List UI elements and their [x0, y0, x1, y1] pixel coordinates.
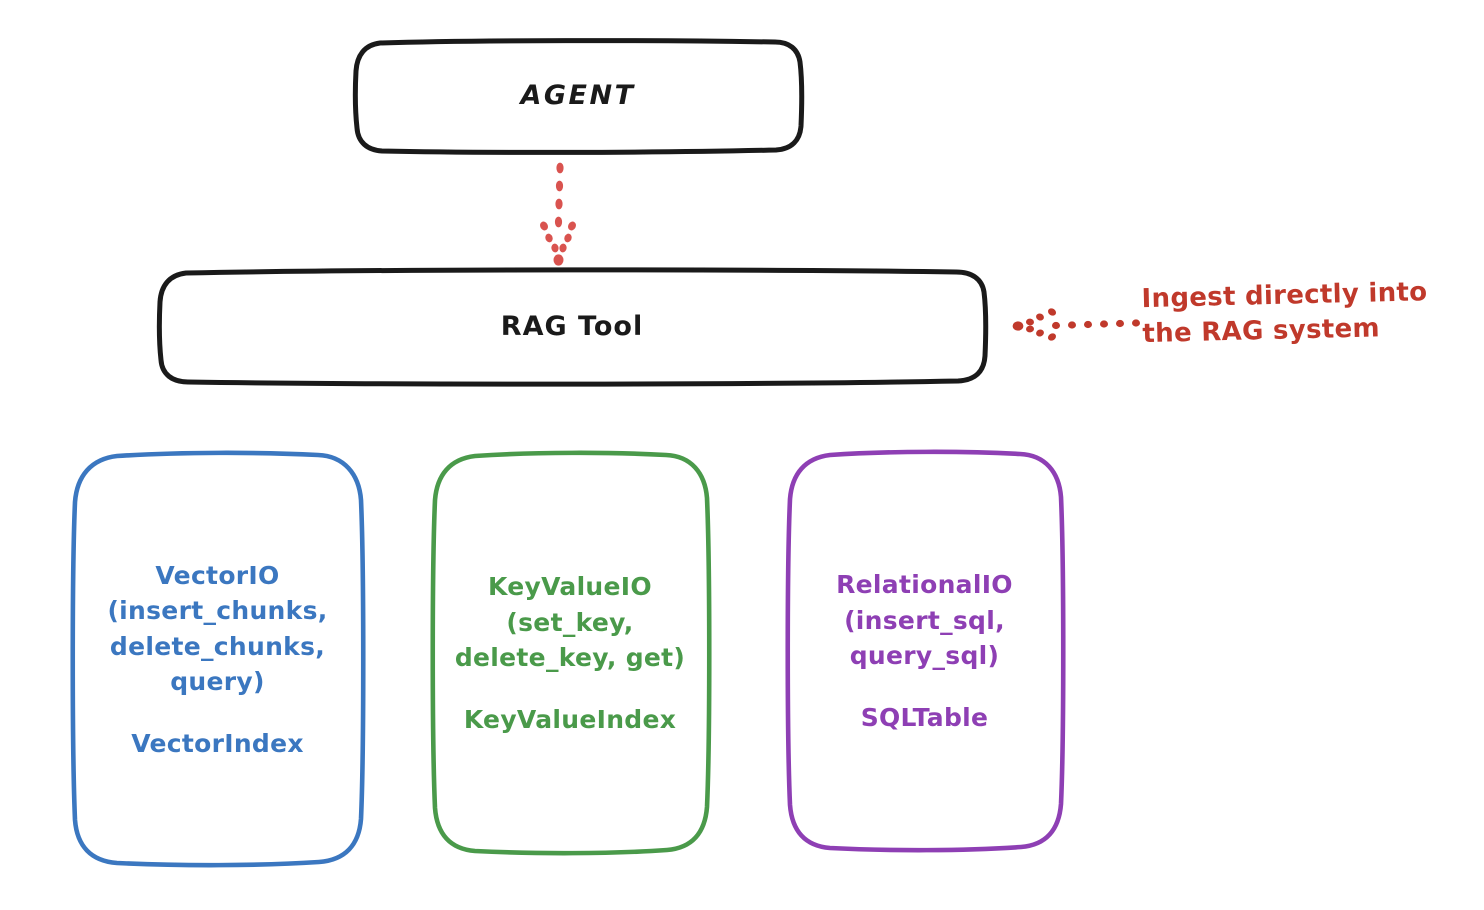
- rag-tool-node-label: RAG Tool: [500, 310, 644, 342]
- keyvalue-io-spacer: [455, 676, 685, 702]
- vector-io-methods: VectorIO (insert_chunks, delete_chunks, …: [107, 560, 328, 697]
- vector-index-label: VectorIndex: [131, 728, 304, 758]
- relational-io-spacer: [836, 674, 1013, 700]
- vector-io-node[interactable]: VectorIO (insert_chunks, delete_chunks, …: [69, 450, 366, 869]
- relational-io-methods: RelationalIO (insert_sql, query_sql): [836, 570, 1013, 670]
- agent-node-label: AGENT: [520, 80, 636, 112]
- agent-to-rag-tool-arrow: [540, 162, 576, 266]
- vector-io-spacer: [107, 700, 327, 726]
- sql-table-label: SQLTable: [860, 702, 989, 732]
- keyvalue-io-node-label: KeyValueIO (set_key, delete_key, get) Key…: [455, 569, 685, 737]
- relational-io-node-label: RelationalIO (insert_sql, query_sql) SQLT…: [836, 567, 1013, 735]
- rag-tool-node[interactable]: RAG Tool: [156, 267, 989, 387]
- keyvalue-index-label: KeyValueIndex: [463, 704, 677, 734]
- relational-io-node[interactable]: RelationalIO (insert_sql, query_sql) SQLT…: [784, 449, 1066, 853]
- ingest-annotation-label: Ingest directly into the RAG system: [1141, 277, 1428, 349]
- ingest-to-rag-tool-arrow: [1012, 308, 1140, 341]
- keyvalue-io-methods: KeyValueIO (set_key, delete_key, get): [454, 572, 686, 672]
- keyvalue-io-node[interactable]: KeyValueIO (set_key, delete_key, get) Key…: [429, 450, 712, 856]
- vector-io-node-label: VectorIO (insert_chunks, delete_chunks, …: [107, 558, 327, 762]
- agent-node[interactable]: AGENT: [352, 38, 805, 155]
